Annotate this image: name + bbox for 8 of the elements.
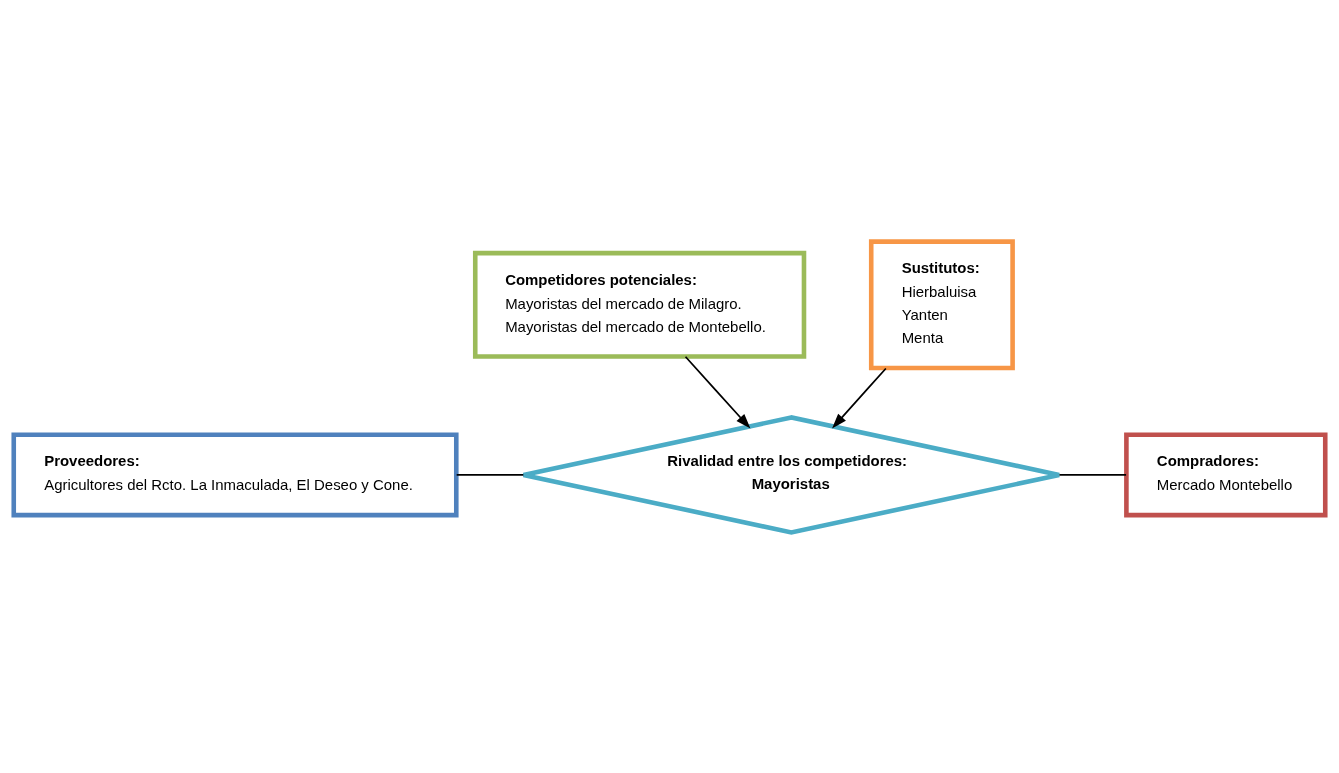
node-box: Compradores: Mercado Montebello — [1124, 431, 1328, 517]
node-box: Sustitutos: Hierbaluisa Yanten Menta — [868, 238, 1015, 370]
node-box: Competidores potenciales: Mayoristas del mercado de Milagro. Mayoristas del mercado de Montebello. — [472, 250, 807, 359]
node-box: Proveedores: Agricultores del Rcto. La Inmaculada, El Deseo y Cone. — [11, 431, 459, 517]
connector — [455, 473, 525, 476]
arrow — [684, 355, 751, 429]
arrow — [832, 367, 887, 428]
connector — [1058, 473, 1127, 476]
